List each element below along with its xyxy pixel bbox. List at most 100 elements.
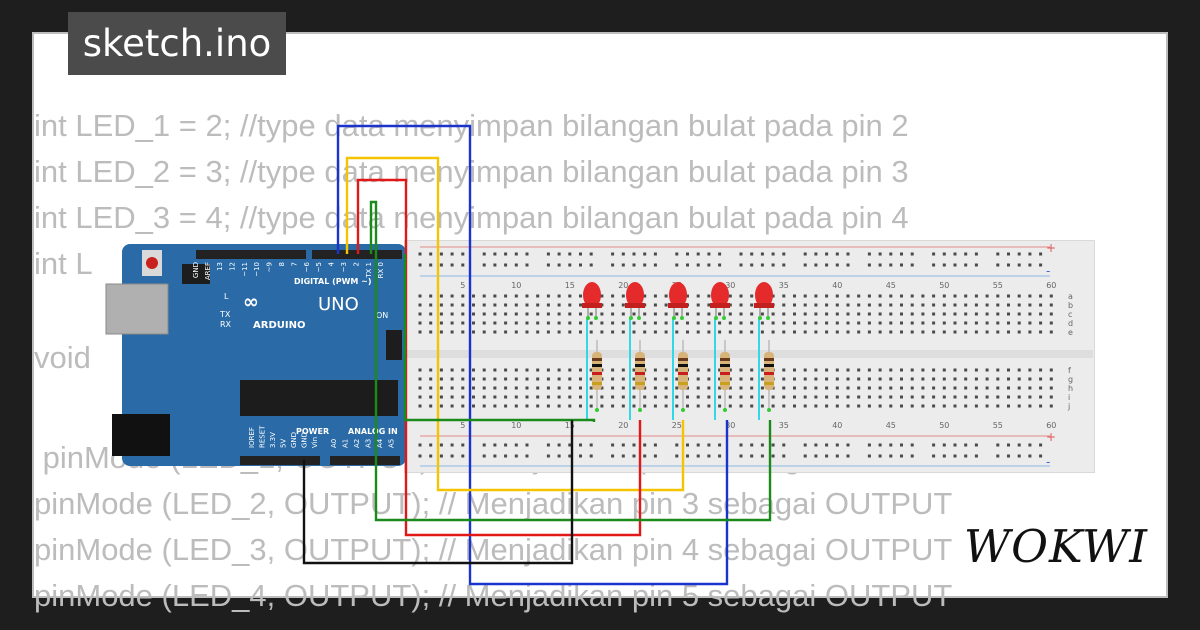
breadboard-hole [653, 312, 657, 316]
column-number: 25 [672, 421, 682, 430]
breadboard-hole [900, 395, 903, 399]
breadboard-hole [985, 377, 989, 381]
breadboard-hole [472, 303, 475, 307]
breadboard-hole [793, 368, 796, 372]
breadboard-hole [953, 321, 957, 325]
rail-hole [900, 263, 903, 267]
rail-hole [557, 263, 561, 267]
wire-black-gnd[interactable] [302, 420, 574, 565]
breadboard-hole [589, 404, 593, 408]
breadboard-hole [974, 303, 978, 307]
breadboard-hole [739, 386, 743, 390]
led-red[interactable] [669, 282, 687, 308]
breadboard-hole [953, 395, 957, 399]
breadboard-hole [782, 330, 786, 334]
rail-hole [568, 252, 572, 256]
rail-hole [964, 443, 968, 447]
breadboard-hole [1028, 368, 1032, 372]
resistor[interactable] [592, 352, 602, 390]
breadboard-hole [985, 386, 989, 390]
rail-hole [557, 454, 561, 458]
breadboard-hole [878, 377, 882, 381]
breadboard-hole [1007, 321, 1010, 325]
connection-dot [758, 316, 762, 320]
breadboard-hole [557, 321, 561, 325]
rail-hole [675, 454, 679, 458]
resistor-band [764, 358, 774, 361]
rail-hole [1039, 252, 1043, 256]
resistor[interactable] [764, 352, 774, 390]
breadboard-hole [653, 386, 657, 390]
resistor[interactable] [635, 352, 645, 390]
led-red[interactable] [626, 282, 644, 308]
rail-hole [686, 454, 689, 458]
wire-green[interactable] [369, 200, 772, 522]
breadboard-hole [557, 386, 561, 390]
rail-hole [525, 443, 529, 447]
breadboard-hole [825, 368, 829, 372]
breadboard-hole [461, 404, 465, 408]
breadboard-hole [1039, 303, 1043, 307]
resistor[interactable] [678, 352, 688, 390]
resistor[interactable] [720, 352, 730, 390]
reset-button[interactable] [146, 257, 158, 269]
breadboard-hole [504, 395, 508, 399]
file-tab[interactable]: sketch.ino [68, 12, 286, 75]
breadboard-hole [461, 294, 465, 298]
breadboard-hole [536, 321, 540, 325]
led-red[interactable] [711, 282, 729, 308]
breadboard-hole [536, 386, 540, 390]
rail-hole [653, 454, 657, 458]
rail-hole [846, 443, 850, 447]
breadboard-hole [750, 321, 754, 325]
breadboard-hole [472, 377, 475, 381]
breadboard-hole [568, 386, 572, 390]
breadboard-hole [996, 312, 1000, 316]
rail-hole [771, 454, 775, 458]
column-number: 35 [779, 421, 789, 430]
rail-hole [846, 454, 850, 458]
led-red[interactable] [583, 282, 601, 308]
breadboard-hole [921, 303, 925, 307]
breadboard-hole [1039, 395, 1043, 399]
breadboard-hole [579, 368, 582, 372]
breadboard-hole [707, 368, 711, 372]
led-base [625, 303, 645, 308]
resistor-band [764, 364, 774, 367]
breadboard-hole [525, 303, 529, 307]
breadboard-hole [825, 330, 829, 334]
breadboard-hole [611, 395, 615, 399]
breadboard-hole [771, 294, 775, 298]
rail-hole [878, 263, 882, 267]
breadboard-hole [707, 294, 711, 298]
rail-hole [910, 454, 914, 458]
digital-pin-label: ~11 [241, 262, 249, 277]
breadboard-hole [525, 368, 529, 372]
breadboard-hole [568, 377, 572, 381]
row-letter: b [1068, 301, 1073, 310]
breadboard-hole [996, 395, 1000, 399]
column-number: 40 [832, 421, 842, 430]
breadboard-hole [900, 368, 903, 372]
rail-hole [974, 263, 978, 267]
breadboard-hole [1017, 312, 1021, 316]
wire-green-short[interactable] [403, 254, 596, 422]
breadboard-hole [825, 294, 829, 298]
rail-hole [568, 443, 572, 447]
breadboard-hole [910, 330, 914, 334]
resistor-band [764, 372, 774, 375]
column-number: 45 [886, 421, 896, 430]
wire-yellow[interactable] [345, 156, 685, 492]
wire-blue[interactable] [336, 124, 729, 586]
rail-hole [450, 263, 454, 267]
breadboard-hole [675, 404, 679, 408]
breadboard-hole [1028, 321, 1032, 325]
breadboard-hole [611, 294, 615, 298]
breadboard-hole [429, 294, 433, 298]
rail-hole [696, 263, 700, 267]
breadboard-hole [793, 404, 796, 408]
led-red[interactable] [755, 282, 773, 308]
breadboard-hole [739, 395, 743, 399]
